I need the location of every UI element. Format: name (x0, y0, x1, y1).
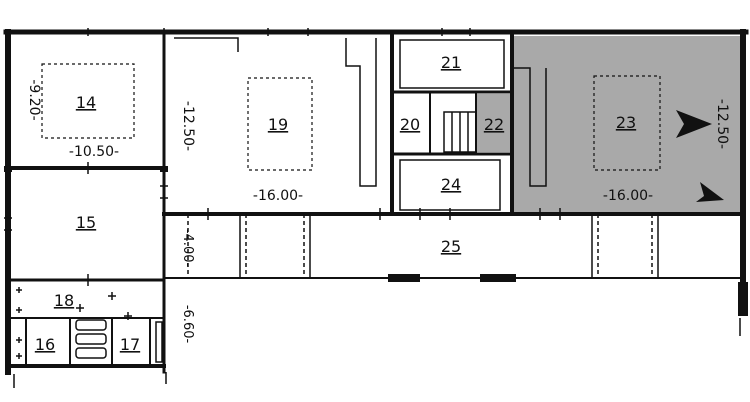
exterior-walls (3, 29, 749, 375)
wall-blocks (4, 166, 748, 316)
dimension-4-00: -4.00- (180, 229, 195, 268)
room-17: 17 (120, 335, 140, 354)
dimension-9-20: -9.20- (26, 79, 42, 120)
dimension-12-50-left: -12.50- (180, 101, 196, 151)
room-19: 19 (268, 115, 288, 134)
dimension-16-00-left: -16.00- (253, 188, 303, 204)
room-24: 24 (441, 175, 461, 194)
room-18: 18 (54, 291, 74, 310)
room-15: 15 (76, 213, 96, 232)
dimension-6-60: -6.60- (180, 305, 195, 344)
dashed-outlines (41, 63, 661, 171)
room-22: 22 (484, 115, 504, 134)
tick-marks (4, 28, 741, 388)
room-21: 21 (441, 53, 461, 72)
room-25: 25 (441, 237, 461, 256)
room-14: 14 (76, 93, 96, 112)
room-23: 23 (616, 113, 636, 132)
room-labels: 14 15 16 17 18 19 20 21 22 23 24 25 (35, 53, 636, 354)
dimension-labels: -9.20- -10.50- -12.50- -16.00- -4.00- -6… (26, 79, 730, 343)
dimension-12-50-right: -12.50- (714, 99, 730, 149)
dimension-16-00-right: -16.00- (603, 188, 653, 204)
dimension-10-50: -10.50- (69, 144, 119, 160)
entrance-arrow-icon (676, 110, 724, 202)
room-16: 16 (35, 335, 55, 354)
room-20: 20 (400, 115, 420, 134)
